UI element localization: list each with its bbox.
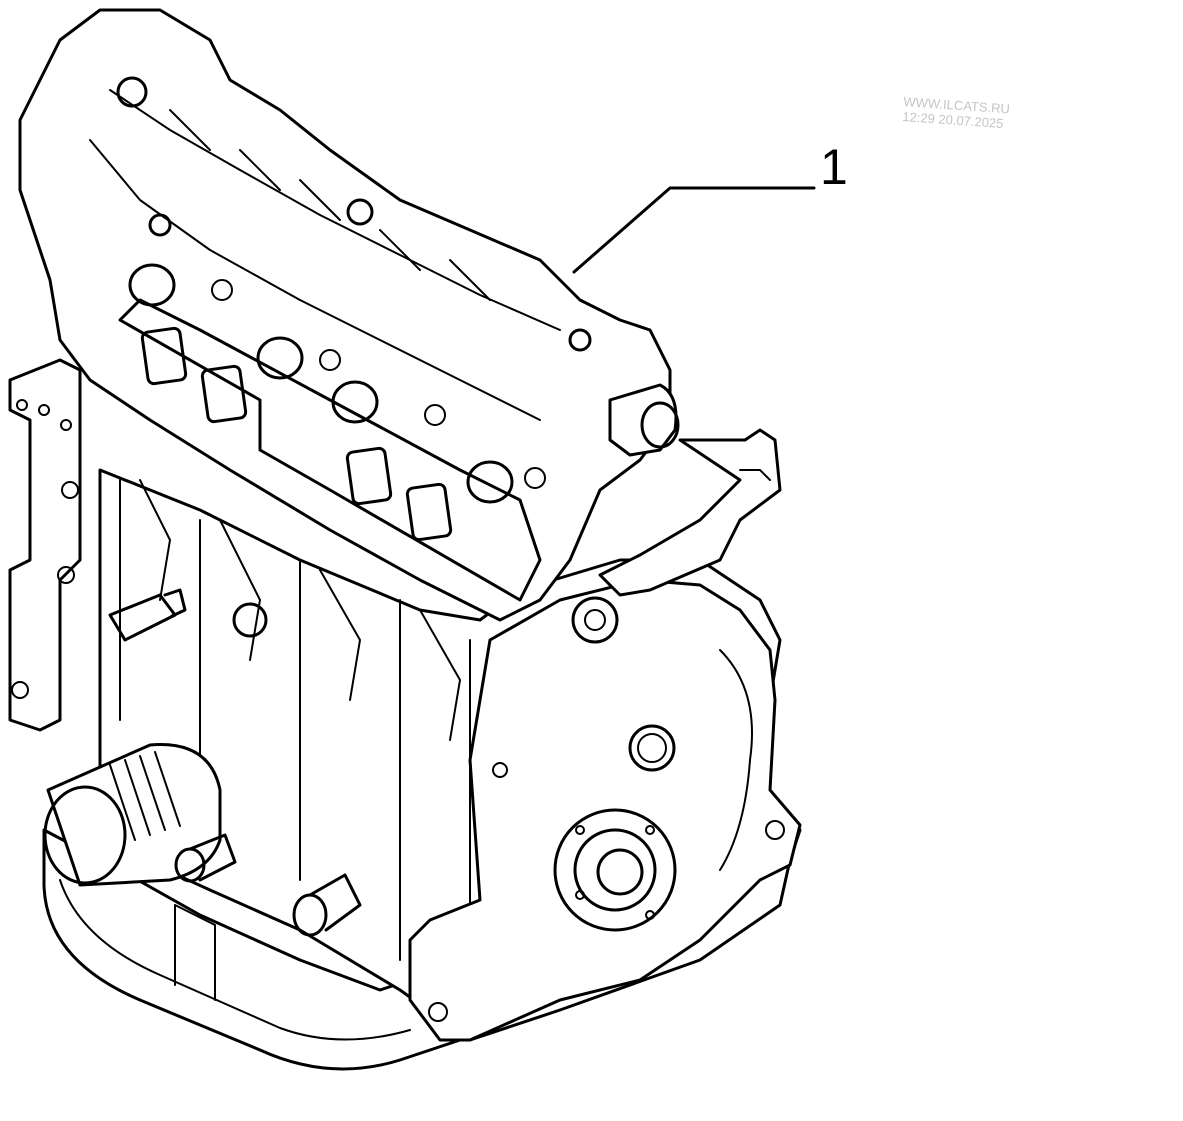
manifold-ports <box>118 263 546 602</box>
cylinder-head <box>18 8 672 622</box>
coolant-fittings <box>108 588 362 937</box>
oil-filter <box>43 743 222 887</box>
left-mount-bracket <box>8 358 82 732</box>
callout-label-1: 1 <box>820 139 848 195</box>
thermostat-housing <box>571 383 782 644</box>
callout-leader-line <box>572 186 816 274</box>
timing-cover <box>408 578 802 1042</box>
